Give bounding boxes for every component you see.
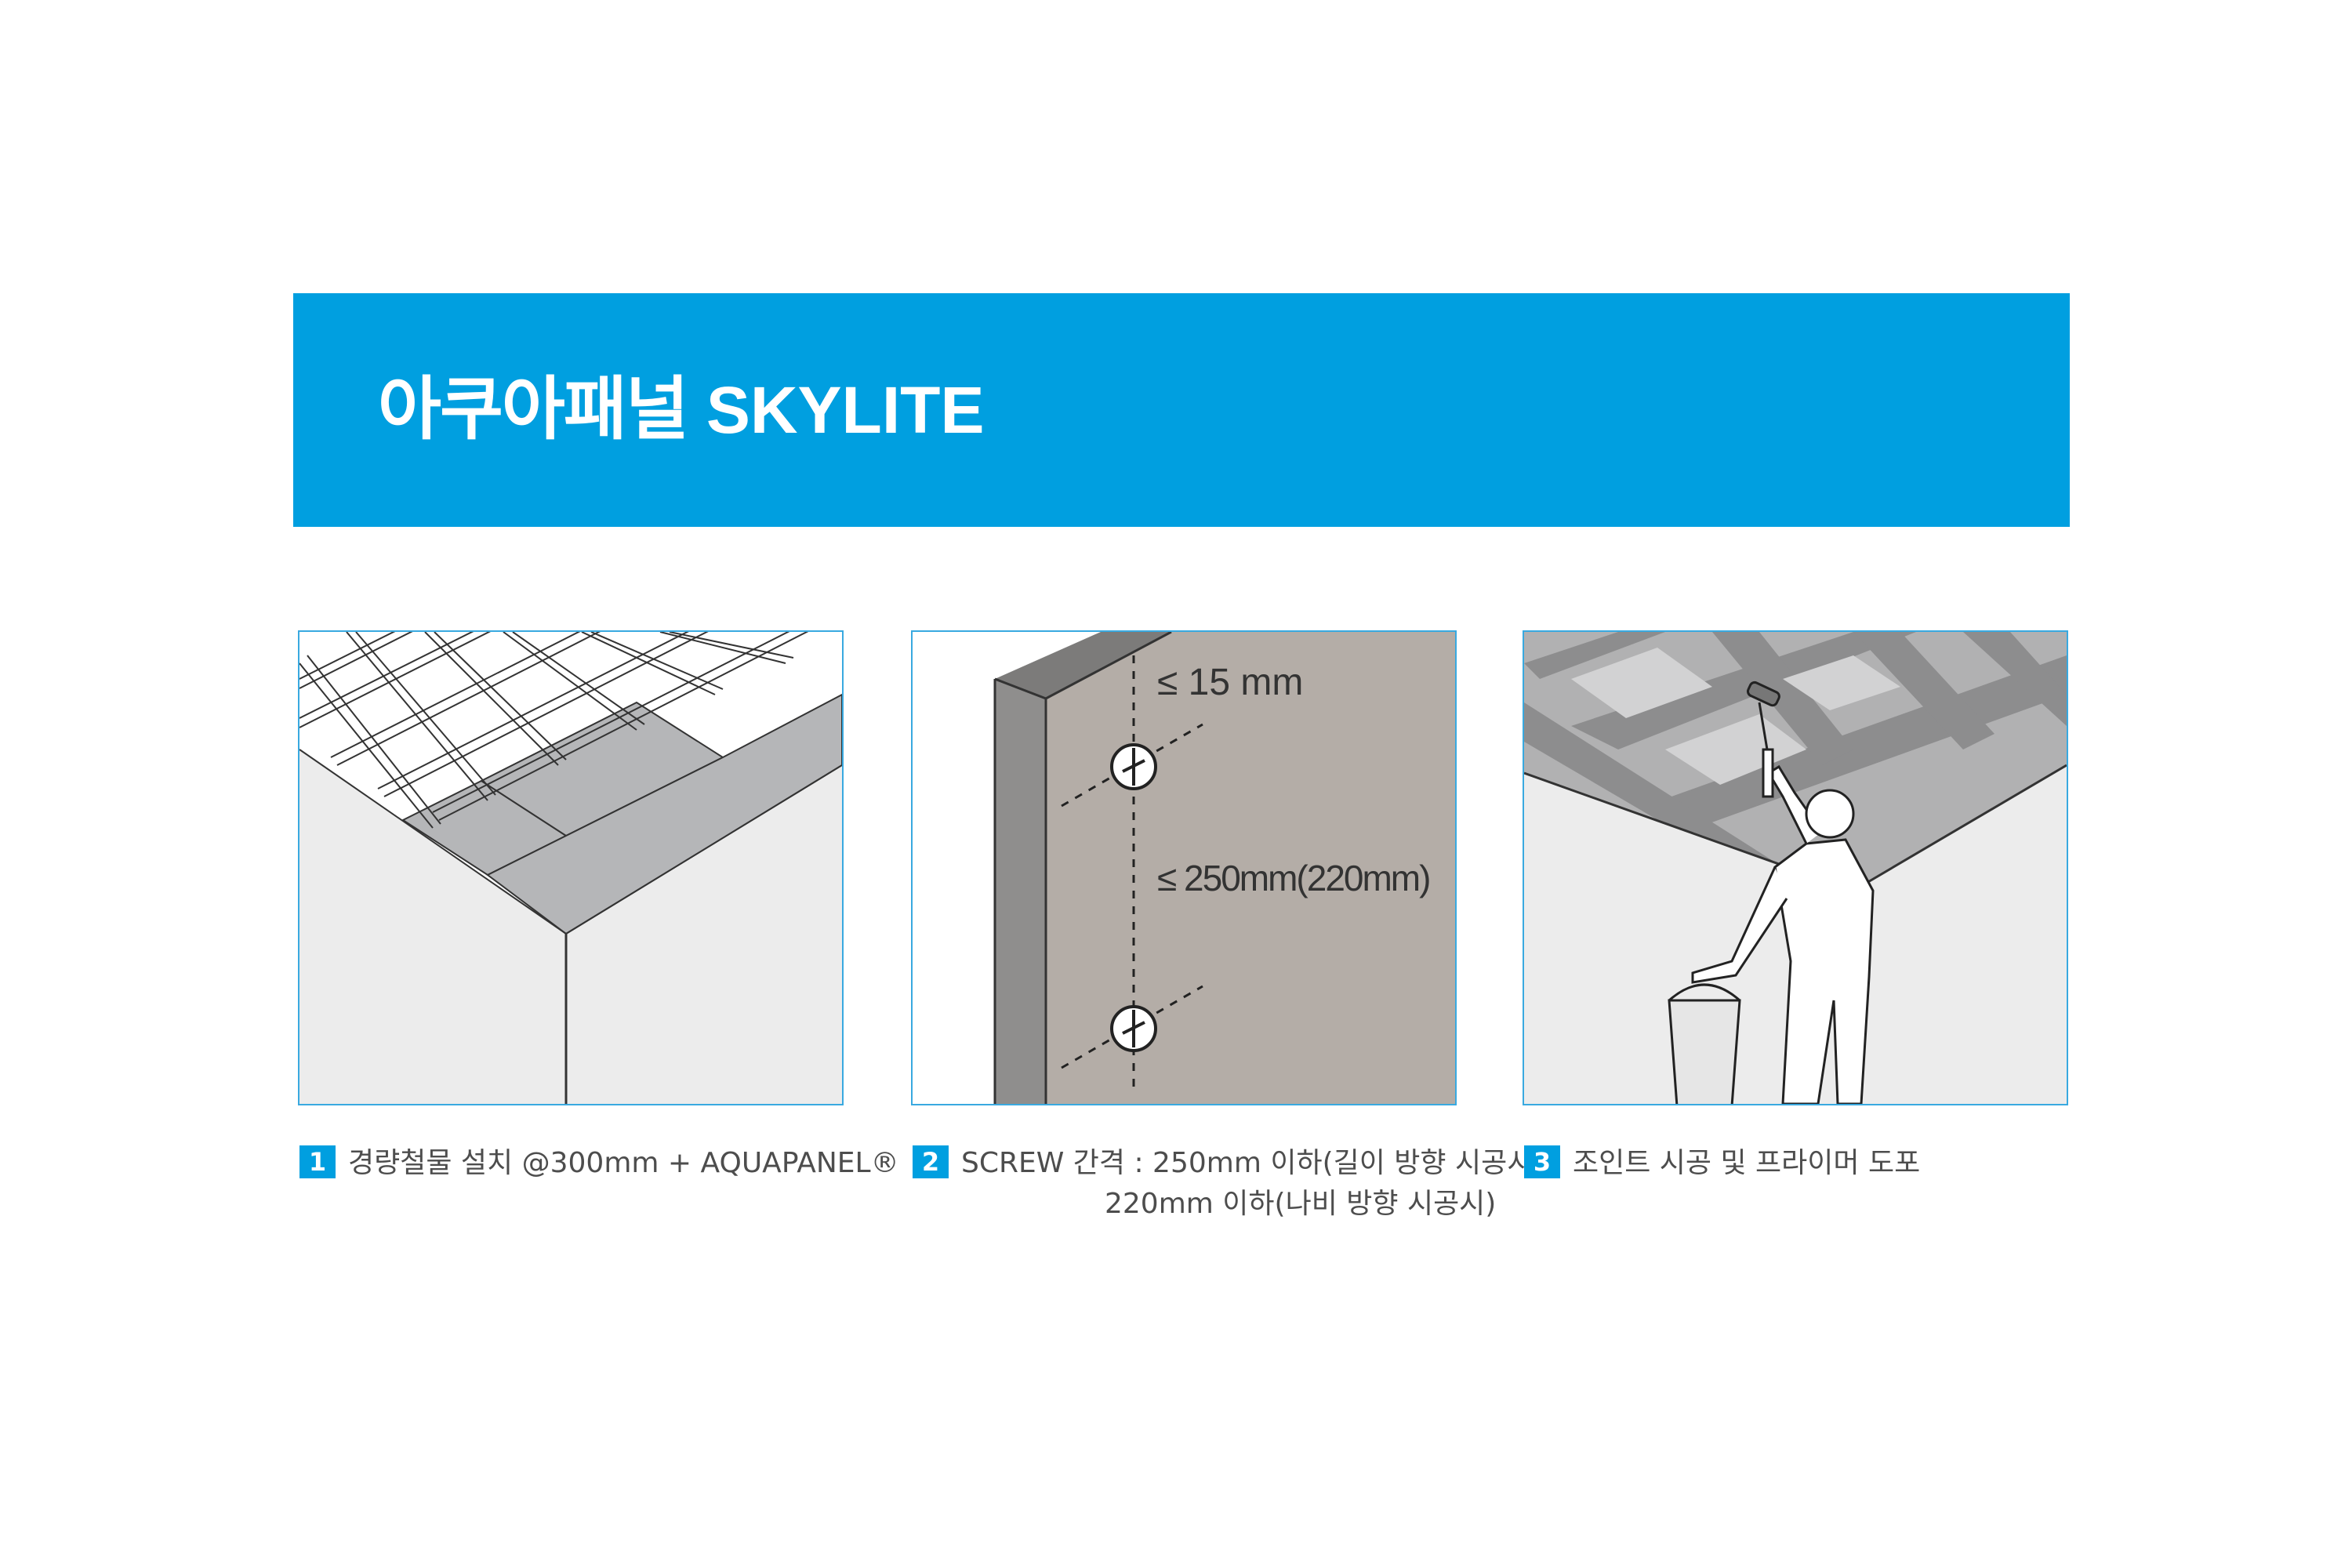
screw-icon [1110,743,1157,790]
step3-illustration [1523,630,2068,1105]
left-wall [299,750,566,1104]
screw-spacing-illustration: ≤ 15 mm ≤ 250mm(220mm) [993,632,1455,1104]
step-number-badge: 1 [299,1145,336,1178]
steel-grid [299,632,809,829]
primer-painting-illustration [1524,632,2067,1104]
left-wall [1524,773,1853,1104]
screw-spacing-label: ≤ 250mm(220mm) [1157,858,1429,898]
title-english: SKYLITE [706,373,985,447]
step-number-badge: 3 [1524,1145,1560,1178]
step2-caption: 2 SCREW 간격 : 250mm 이하(길이 방향 시공시) 220mm 이하… [913,1143,1544,1225]
edge-distance-label: ≤ 15 mm [1157,662,1303,703]
title-korean: 아쿠아패널 [378,368,689,449]
joint-strips [1524,632,2067,875]
ceiling-boards [1571,648,1900,785]
step-number-badge: 2 [913,1145,949,1178]
step2-text-line1: SCREW 간격 : 250mm 이하(길이 방향 시공시) [961,1147,1544,1179]
panel-edge [995,679,1046,1104]
step2-illustration: ≤ 15 mm ≤ 250mm(220mm) [911,630,1457,1105]
ceiling-grid-illustration [299,632,842,1104]
step1-text: 경량철물 설치 @300mm + AQUAPANEL® [348,1147,899,1179]
worker-figure [1668,681,1875,1104]
right-wall [1853,765,2067,1104]
screw-icon [1110,1005,1157,1052]
step2-text-line2: 220mm 이하(나비 방향 시공시) [1105,1188,1497,1220]
step3-caption: 3 조인트 시공 및 프라이머 도포 [1524,1143,1920,1184]
step3-text: 조인트 시공 및 프라이머 도포 [1573,1147,1921,1179]
step1-illustration [298,630,844,1105]
right-wall [566,765,842,1104]
step1-caption: 1 경량철물 설치 @300mm + AQUAPANEL® [299,1143,899,1184]
